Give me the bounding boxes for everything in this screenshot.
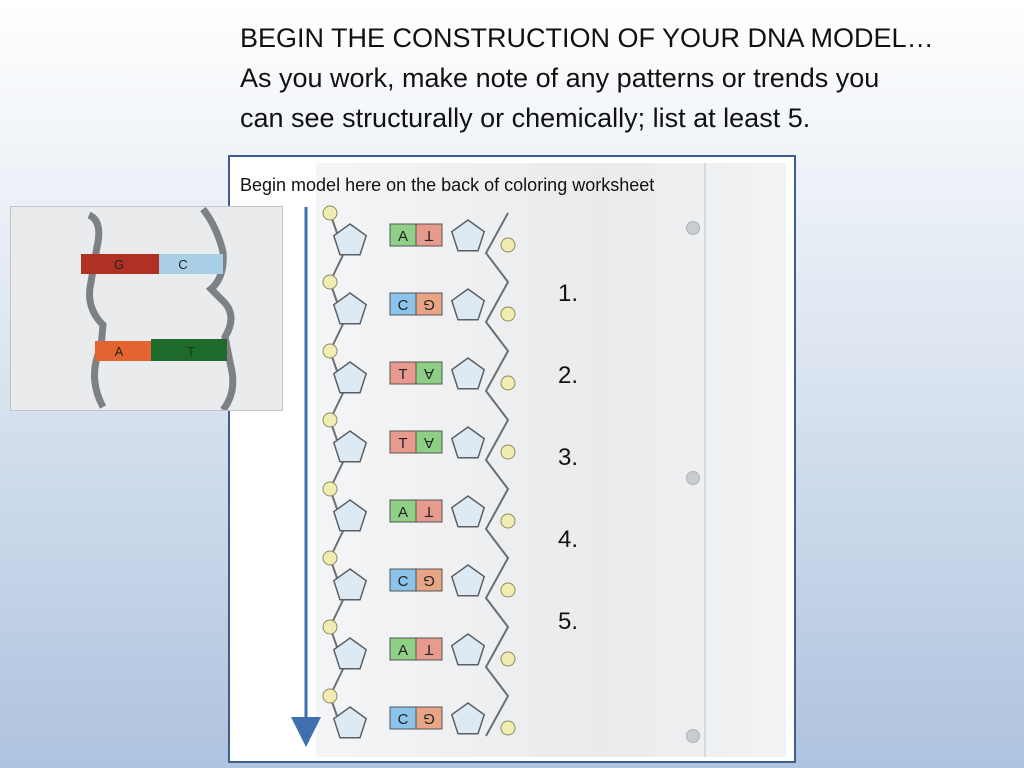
base-left-label: C	[398, 573, 409, 590]
observation-number-3: 3.	[558, 444, 579, 471]
observation-number-5: 5.	[558, 608, 579, 635]
model-top-left-block	[81, 254, 159, 274]
phosphate-left	[322, 688, 338, 704]
sugar-right	[450, 219, 486, 252]
sugar-right	[450, 288, 486, 321]
base-right-label: T	[424, 503, 433, 520]
phosphate-left	[322, 343, 338, 359]
sugar-right	[450, 564, 486, 597]
heading-line-1: BEGIN THE CONSTRUCTION OF YOUR DNA MODEL…	[240, 23, 934, 53]
observation-list: 1. 2. 3. 4. 5.	[558, 280, 638, 690]
sugar-right	[450, 495, 486, 528]
observation-number-2: 2.	[558, 362, 579, 389]
punch-hole	[686, 471, 700, 485]
sugar-left	[332, 292, 368, 325]
sugar-left	[332, 568, 368, 601]
base-right-block	[415, 292, 443, 316]
sugar-left	[332, 637, 368, 670]
phosphate-right	[500, 375, 516, 391]
model-top-left-label: G	[114, 257, 124, 272]
phosphate-left	[322, 412, 338, 428]
phosphate-right	[500, 237, 516, 253]
base-left-label: A	[398, 642, 408, 659]
base-left-label: A	[398, 504, 408, 521]
punch-hole	[686, 221, 700, 235]
model-bottom-left-block	[95, 341, 151, 361]
phosphate-right	[500, 306, 516, 322]
punch-hole	[686, 729, 700, 743]
sugar-right	[450, 426, 486, 459]
sugar-right	[450, 633, 486, 666]
panel-note: Begin model here on the back of coloring…	[240, 175, 655, 195]
phosphate-left	[322, 619, 338, 635]
sugar-right	[450, 357, 486, 390]
base-right-label: T	[424, 227, 433, 244]
base-right-label: G	[423, 710, 435, 727]
sugar-left	[332, 706, 368, 739]
observation-number-4: 4.	[558, 526, 579, 553]
phosphate-right	[500, 651, 516, 667]
model-top-right-block	[159, 254, 223, 274]
phosphate-right	[500, 720, 516, 736]
phosphate-left	[322, 205, 338, 221]
base-right-label: A	[424, 365, 434, 382]
observation-number-1: 1.	[558, 280, 579, 307]
base-right-label: G	[423, 296, 435, 313]
model-bottom-right-block	[151, 339, 227, 361]
sugar-right	[450, 702, 486, 735]
base-right-block	[415, 637, 443, 661]
model-bottom-right-label: T	[187, 344, 195, 359]
base-right-block	[415, 361, 443, 385]
base-left-label: T	[398, 366, 407, 383]
heading-line-3: can see structurally or chemically; list…	[240, 103, 811, 133]
sugar-left	[332, 361, 368, 394]
base-right-block	[415, 430, 443, 454]
base-right-block	[415, 223, 443, 247]
phosphate-right	[500, 582, 516, 598]
model-photo-drawing: G C A T	[11, 207, 282, 410]
model-photo: G C A T	[10, 206, 283, 411]
base-right-block	[415, 499, 443, 523]
phosphate-right	[500, 444, 516, 460]
slide-heading: BEGIN THE CONSTRUCTION OF YOUR DNA MODEL…	[240, 18, 1010, 138]
base-right-label: G	[423, 572, 435, 589]
base-right-block	[415, 706, 443, 730]
heading-line-2: As you work, make note of any patterns o…	[240, 63, 880, 93]
sugar-left	[332, 430, 368, 463]
base-right-label: A	[424, 434, 434, 451]
phosphate-left	[322, 274, 338, 290]
base-left-label: A	[398, 228, 408, 245]
base-left-label: C	[398, 711, 409, 728]
model-top-right-label: C	[178, 257, 187, 272]
phosphate-right	[500, 513, 516, 529]
base-left-label: C	[398, 297, 409, 314]
base-right-block	[415, 568, 443, 592]
model-bottom-left-label: A	[115, 344, 124, 359]
sugar-left	[332, 223, 368, 256]
phosphate-left	[322, 481, 338, 497]
base-right-label: T	[424, 641, 433, 658]
phosphate-left	[322, 550, 338, 566]
sugar-left	[332, 499, 368, 532]
base-left-label: T	[398, 435, 407, 452]
backbone-right	[484, 212, 510, 737]
paper-fold	[704, 163, 706, 757]
